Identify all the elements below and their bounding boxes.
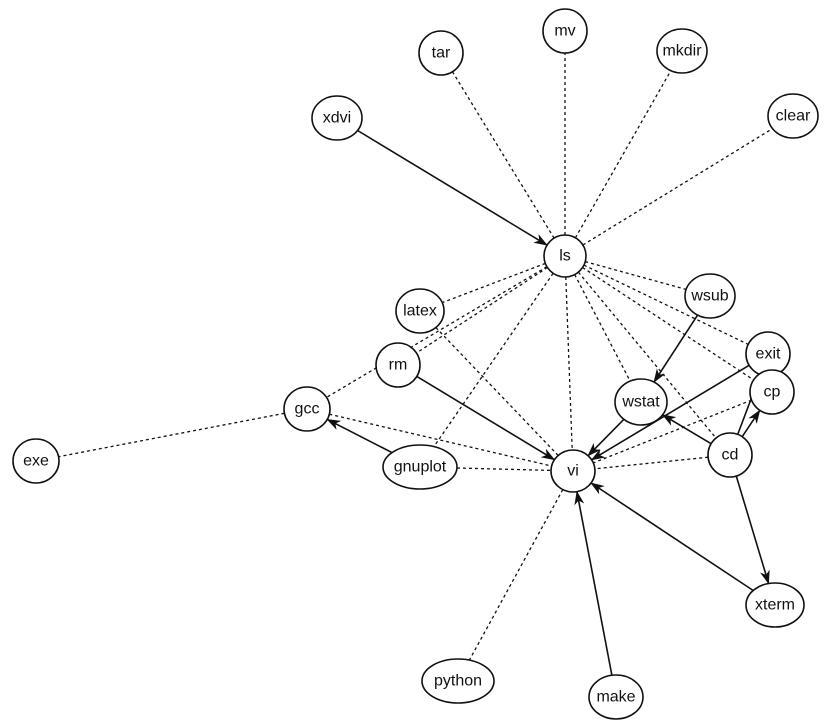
- node-gnuplot-ellipse: [382, 444, 458, 490]
- node-cp: cp: [749, 369, 795, 415]
- node-python-label: python: [434, 673, 482, 690]
- node-make-label: make: [596, 689, 635, 706]
- node-ls-label: ls: [559, 248, 571, 265]
- edge-ls-exit: [583, 264, 749, 345]
- node-gcc-label: gcc: [295, 401, 320, 418]
- node-xdvi-ellipse: [311, 95, 363, 141]
- edge-xterm-vi: [590, 482, 754, 592]
- node-xdvi: xdvi: [311, 95, 363, 141]
- edge-vi-python: [468, 489, 564, 661]
- edge-latex-vi: [435, 327, 559, 456]
- edge-gnuplot-vi: [456, 467, 552, 472]
- node-mv-label: mv: [554, 23, 575, 40]
- node-cp-ellipse: [749, 369, 795, 415]
- node-xterm: xterm: [745, 582, 805, 628]
- edges-layer: [58, 53, 773, 676]
- edge-make-vi: [574, 490, 613, 676]
- edge-cd-cp: [741, 409, 761, 438]
- nodes-layer: ls vi tar mv mkdir clear xdvi latex wsub rm exit gc…: [12, 8, 819, 720]
- node-latex-label: latex: [403, 303, 437, 320]
- edge-gcc-exe: [58, 412, 285, 458]
- node-python-ellipse: [421, 658, 495, 704]
- edge-exit-vi: [590, 364, 750, 461]
- node-rm: rm: [375, 342, 421, 388]
- node-clear: clear: [767, 93, 819, 139]
- node-wsub-ellipse: [684, 273, 736, 319]
- node-mkdir-label: mkdir: [662, 43, 702, 60]
- node-mkdir-ellipse: [656, 28, 708, 74]
- node-rm-label: rm: [389, 357, 408, 374]
- node-exe: exe: [12, 438, 60, 484]
- node-gcc-ellipse: [283, 386, 331, 432]
- node-wsub: wsub: [684, 273, 736, 319]
- node-tar: tar: [418, 30, 464, 76]
- edge-ls-latex: [441, 262, 546, 304]
- node-exit: exit: [745, 331, 791, 377]
- edge-wstat-vi: [587, 418, 625, 457]
- node-tar-label: tar: [432, 45, 451, 62]
- node-vi-label: vi: [567, 463, 579, 480]
- node-xterm-label: xterm: [755, 597, 795, 614]
- node-clear-label: clear: [776, 108, 811, 125]
- edge-ls-clear: [582, 128, 773, 246]
- node-latex-ellipse: [395, 288, 445, 334]
- edge-cd-xterm: [735, 475, 770, 585]
- node-rm-ellipse: [375, 342, 421, 388]
- node-ls: ls: [543, 234, 587, 278]
- node-make-ellipse: [588, 674, 644, 720]
- node-wstat-label: wstat: [621, 394, 660, 411]
- node-exe-ellipse: [12, 438, 60, 484]
- edge-ls-gcc: [326, 266, 548, 398]
- edge-ls-mkdir: [574, 70, 672, 239]
- edge-ls-tar: [451, 71, 555, 239]
- node-cd-label: cd: [722, 447, 739, 464]
- edge-ls-wsub: [585, 260, 687, 291]
- node-mv: mv: [542, 8, 588, 54]
- node-vi: vi: [550, 449, 596, 493]
- node-xterm-ellipse: [745, 582, 805, 628]
- node-cp-label: cp: [764, 384, 781, 401]
- node-exe-label: exe: [23, 453, 49, 470]
- edge-cp-vi: [593, 399, 752, 464]
- edge-rm-vi: [416, 375, 556, 461]
- node-gnuplot-label: gnuplot: [394, 459, 447, 476]
- edge-ls-rm: [416, 266, 548, 354]
- edge-gnuplot-gcc: [326, 418, 393, 454]
- node-mv-ellipse: [542, 8, 588, 54]
- node-latex: latex: [395, 288, 445, 334]
- node-vi-ellipse: [550, 449, 596, 493]
- node-cd-ellipse: [707, 432, 753, 478]
- node-wstat-ellipse: [614, 378, 668, 426]
- node-mkdir: mkdir: [656, 28, 708, 74]
- node-wstat: wstat: [614, 378, 668, 426]
- edge-cd-vi: [594, 456, 709, 470]
- edge-ls-vi: [565, 276, 573, 451]
- edge-gcc-vi: [329, 413, 552, 467]
- edge-ls-gnuplot: [433, 272, 554, 447]
- edge-cd-wstat: [661, 414, 712, 445]
- node-make: make: [588, 674, 644, 720]
- node-xdvi-label: xdvi: [323, 110, 351, 127]
- node-wsub-label: wsub: [690, 288, 728, 305]
- node-tar-ellipse: [418, 30, 464, 76]
- node-cd: cd: [707, 432, 753, 478]
- node-python: python: [421, 658, 495, 704]
- node-gcc: gcc: [283, 386, 331, 432]
- edge-ls-wstat: [574, 274, 631, 382]
- edge-wsub-wstat: [653, 314, 699, 383]
- node-ls-ellipse: [543, 234, 587, 278]
- edge-xdvi-ls: [357, 129, 548, 246]
- node-gnuplot: gnuplot: [382, 444, 458, 490]
- node-clear-ellipse: [767, 93, 819, 139]
- node-exit-label: exit: [756, 346, 781, 363]
- edge-ls-cp: [582, 266, 754, 381]
